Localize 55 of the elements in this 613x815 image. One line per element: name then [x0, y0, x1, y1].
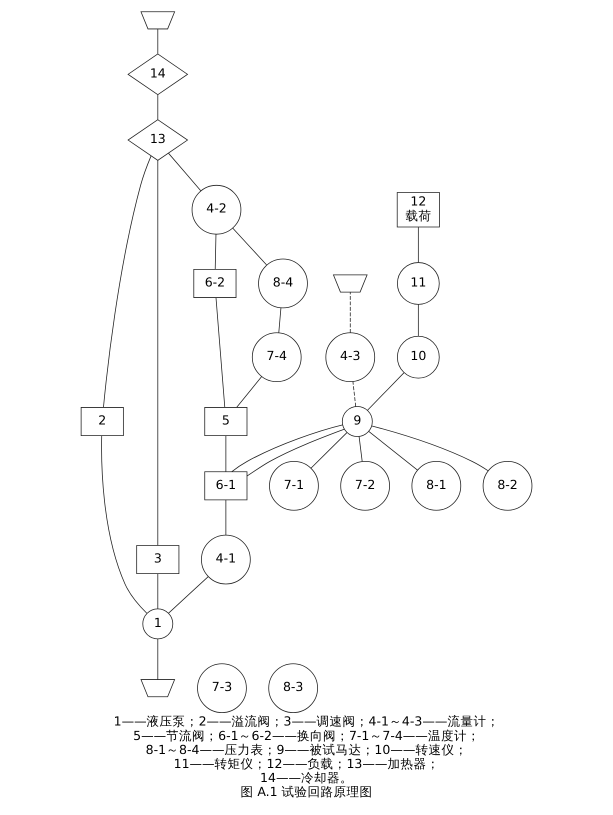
connector: [310, 432, 348, 469]
node-circle: 8-3: [268, 663, 318, 713]
node-circle: 7-4: [252, 332, 302, 382]
node-circle: 7-1: [269, 461, 319, 511]
connector: [358, 436, 363, 462]
node-circle: 1: [142, 608, 174, 640]
node-circle: 8-2: [482, 461, 532, 511]
node-circle: 4-1: [201, 534, 251, 584]
connector: [225, 500, 226, 536]
node-diamond: 13: [127, 119, 188, 161]
node-circle: 10: [397, 336, 440, 378]
caption: 1——液压泵；2——溢流阀；3——调速阀；4-1～4-3——流量计；5——节流阀；6-1～6-2——换向阀；7-1～7-4——温度计；8-1～8-4——压力表；9——被试马达；10——转速仪；11——转矩仪；12——负载；13——加热器；14——冷却器。: [114, 714, 500, 785]
node-box: 12 载荷: [396, 192, 440, 228]
connector: [157, 94, 158, 120]
node-tank: [140, 679, 176, 698]
connector: [352, 381, 356, 407]
node-tank: [140, 11, 176, 30]
node-box: 5: [204, 407, 248, 436]
connector: [278, 308, 282, 334]
connector: [231, 424, 344, 472]
node-tank: [332, 274, 368, 292]
node-circle: 11: [397, 262, 440, 305]
connector: [214, 234, 216, 270]
node-circle: 7-3: [197, 663, 247, 713]
node-box: 3: [136, 545, 180, 574]
connector: [101, 435, 148, 614]
connector: [236, 376, 262, 408]
node-circle: 8-4: [258, 258, 308, 308]
node-circle: 7-2: [340, 461, 390, 511]
node-box: 2: [80, 407, 124, 436]
connector: [350, 292, 351, 334]
connector: [225, 435, 226, 472]
node-box: 6-2: [193, 269, 236, 298]
connector: [216, 297, 226, 408]
node-diamond: 14: [127, 54, 188, 96]
node-circle: 4-2: [192, 184, 242, 235]
diagram-title: 图 A.1 试验回路原理图: [240, 784, 373, 800]
connector: [368, 431, 418, 471]
connector: [168, 576, 209, 614]
node-circle: 9: [342, 406, 373, 437]
node-circle: 4-3: [325, 332, 376, 382]
connector: [168, 152, 202, 192]
connector: [418, 304, 419, 336]
connector: [157, 28, 158, 54]
node-circle: 8-1: [412, 461, 462, 511]
connector: [232, 228, 267, 266]
connector: [157, 160, 158, 546]
connector: [372, 426, 488, 472]
connector: [246, 428, 345, 476]
connector: [418, 226, 419, 263]
node-box: 6-1: [204, 471, 248, 500]
connector: [367, 372, 404, 411]
connector: [157, 573, 158, 610]
connector: [103, 155, 152, 408]
connector: [157, 638, 158, 680]
